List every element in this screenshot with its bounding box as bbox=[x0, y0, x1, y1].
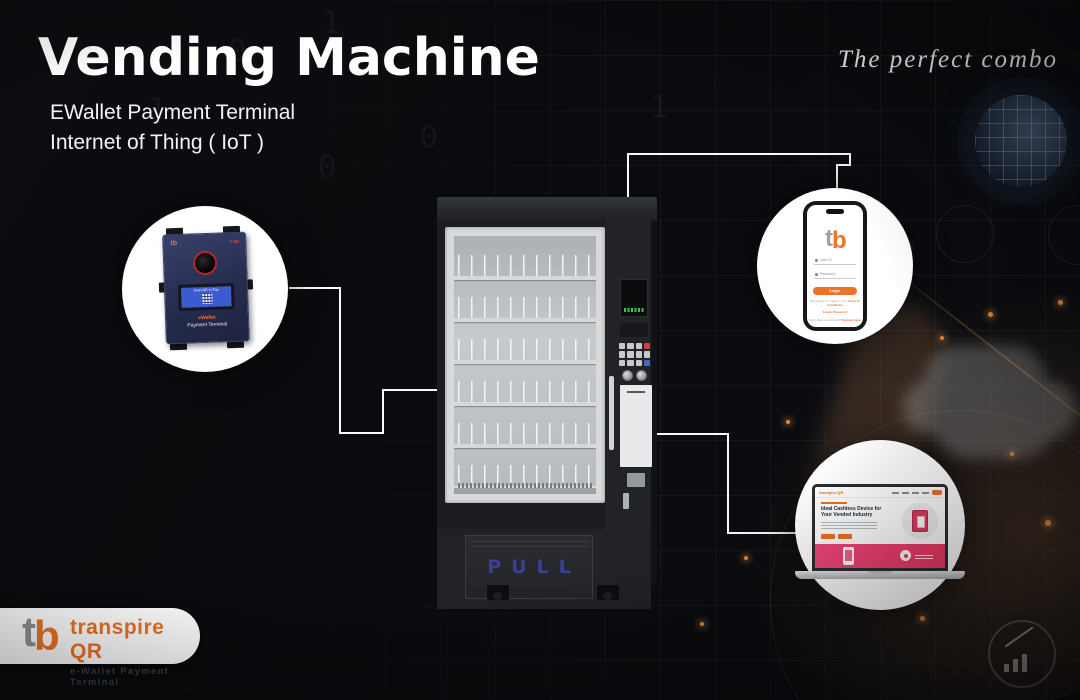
pull-flap-door[interactable]: PULL bbox=[465, 535, 593, 599]
instructions-panel bbox=[620, 385, 652, 467]
hero-paragraph bbox=[821, 520, 877, 531]
machine-glass-frame bbox=[445, 227, 605, 503]
caster-wheel bbox=[487, 585, 509, 601]
website-hero: Ideal Cashless Device for Your Vended In… bbox=[815, 498, 945, 544]
banner-phone-image bbox=[843, 547, 854, 565]
phone-callout-circle: t b User ID Password Login By signing in… bbox=[757, 188, 913, 344]
product-shelf bbox=[454, 406, 596, 448]
smartphone: t b User ID Password Login By signing in… bbox=[803, 201, 867, 331]
product-shelf bbox=[454, 280, 596, 322]
hero-kicker bbox=[821, 502, 847, 504]
user-id-placeholder: User ID bbox=[820, 258, 832, 262]
hero-device-circle bbox=[902, 503, 938, 539]
hero-buttons[interactable] bbox=[821, 534, 852, 539]
brand-tagline: e-Wallet Payment Terminal bbox=[70, 666, 170, 688]
laptop-callout-circle: transpire QR Ideal Cashless Device for Y… bbox=[795, 440, 965, 610]
product-shelf bbox=[454, 238, 596, 280]
pink-terminal-image bbox=[912, 510, 928, 532]
vending-machine: PULL bbox=[425, 197, 669, 609]
hero-headline: Ideal Cashless Device for Your Vended In… bbox=[821, 506, 882, 518]
brand-name: transpire QR bbox=[70, 616, 165, 663]
lock-latch bbox=[623, 493, 629, 509]
logo-letter-b: b bbox=[832, 227, 847, 254]
website-nav[interactable] bbox=[892, 492, 929, 494]
website-brand: transpire QR bbox=[819, 490, 844, 495]
selection-keypad[interactable] bbox=[618, 342, 651, 367]
user-icon bbox=[815, 259, 818, 262]
tb-logo-mark: t b bbox=[14, 608, 62, 662]
caster-wheel bbox=[597, 585, 619, 601]
dispense-tray bbox=[454, 488, 596, 494]
laptop-base bbox=[795, 571, 965, 579]
terms-text: By signing in, I agree to the Terms & Co… bbox=[810, 299, 860, 307]
brand-logo-pill: t b transpire QR e-Wallet Payment Termin… bbox=[0, 608, 200, 688]
pull-label: PULL bbox=[487, 556, 581, 578]
bill-acceptor-slot[interactable] bbox=[620, 323, 648, 337]
machine-glass-window bbox=[454, 236, 596, 494]
connector-terminal-to-machine bbox=[289, 287, 437, 434]
password-field[interactable]: Password bbox=[814, 270, 856, 279]
laptop-screen: transpire QR Ideal Cashless Device for Y… bbox=[812, 484, 948, 571]
coin-slot[interactable] bbox=[622, 370, 633, 381]
terminal-front-panel: tb T-QR Scan QR to Pay eWallet Payment T… bbox=[162, 231, 250, 345]
door-handle[interactable] bbox=[609, 376, 614, 450]
website-cta-chip[interactable] bbox=[932, 490, 942, 495]
banner-play-icon bbox=[900, 550, 911, 561]
forgot-password-link[interactable]: Forgot Password bbox=[822, 310, 848, 314]
camera-notch bbox=[826, 209, 844, 214]
terminal-callout-circle: tb T-QR Scan QR to Pay eWallet Payment T… bbox=[122, 206, 288, 372]
product-shelf bbox=[454, 364, 596, 406]
qr-code-icon bbox=[200, 292, 213, 305]
password-placeholder: Password bbox=[820, 272, 836, 276]
pink-banner bbox=[815, 544, 945, 568]
logo-letter-b: b bbox=[34, 612, 60, 659]
price-display bbox=[620, 279, 648, 317]
connector-machine-to-laptop bbox=[657, 433, 796, 534]
screen-caption: Scan QR to Pay bbox=[193, 287, 219, 293]
scanner-lens-icon bbox=[192, 250, 218, 276]
ewallet-payment-terminal: tb T-QR Scan QR to Pay eWallet Payment T… bbox=[158, 225, 254, 351]
register-text: Don't have an account? Register Here bbox=[809, 318, 861, 322]
website-header: transpire QR bbox=[815, 487, 945, 498]
product-shelf bbox=[454, 322, 596, 364]
machine-body: PULL bbox=[437, 221, 657, 609]
brand-logo: tb bbox=[170, 239, 178, 248]
machine-top-cap bbox=[437, 197, 657, 221]
register-link[interactable]: Register Here bbox=[841, 318, 861, 322]
app-logo: t b bbox=[807, 225, 863, 254]
coin-change-door[interactable] bbox=[627, 473, 645, 487]
banner-text-lines bbox=[915, 553, 933, 561]
login-button[interactable]: Login bbox=[813, 287, 857, 295]
phone-screen: t b User ID Password Login By signing in… bbox=[807, 205, 863, 327]
lock-icon bbox=[815, 273, 818, 276]
user-id-field[interactable]: User ID bbox=[814, 256, 856, 265]
coin-return-button[interactable] bbox=[636, 370, 647, 381]
led-readout bbox=[624, 308, 644, 312]
model-label: T-QR bbox=[229, 238, 240, 245]
terminal-lcd-screen: Scan QR to Pay bbox=[177, 283, 235, 311]
